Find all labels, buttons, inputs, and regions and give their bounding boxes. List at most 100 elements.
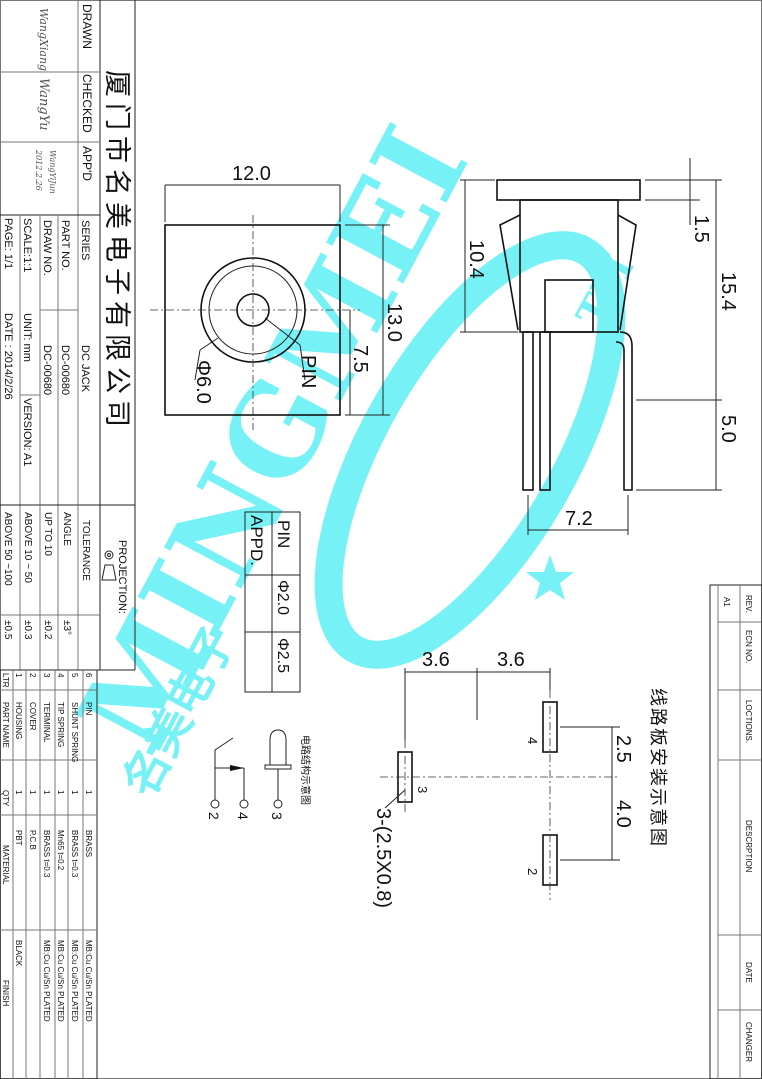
appd-label: APP'D [80, 146, 94, 181]
parts-cell-name: COVER [28, 702, 37, 731]
parts-cell-finish: MB:Cu Cu/Sn PLATED [70, 940, 79, 1022]
parts-cell-material: Mn65 t=0.2 [56, 830, 65, 871]
header-ltr: LTR [1, 673, 10, 688]
tolerance-value: ±3° [61, 620, 72, 635]
drawn-signature: WangXiang [37, 8, 50, 71]
appd-signature: WangYiJun [48, 150, 57, 194]
parts-table: LTR PART NAME QTY MATERIAL FINISH 6PIN1B… [0, 669, 98, 1079]
header-locations: LOCTIONS. [744, 700, 753, 743]
dim-height: 13.0 [383, 303, 405, 342]
revision-table: REV. ECN NO. LOCTIONS. DESCRPTION DATE C… [709, 584, 762, 1079]
tolerance-value: ±0.2 [42, 620, 53, 640]
parts-cell-material: BRASS t=0.3 [70, 830, 79, 878]
rev-value: A1 [722, 597, 731, 607]
pin-label: PIN [297, 355, 319, 388]
unit: UNIT: mm [21, 313, 33, 362]
front-view: 12.0 13.0 7.5 Φ6.0 PIN [150, 163, 405, 430]
tolerance-value: ±0.5 [2, 620, 13, 640]
pad-label: 4 [525, 737, 540, 744]
parts-cell-material: P.C.B [28, 830, 37, 850]
dim-pins: 5.0 [717, 415, 739, 443]
appd-value: Φ2.5 [274, 638, 291, 673]
parts-cell-ltr: 2 [28, 673, 37, 678]
tolerance-row: UP TO 10 [42, 512, 53, 556]
tolerance-row: ABOVE 50 ~100 [2, 512, 13, 586]
pin-value: Φ2.0 [274, 580, 291, 615]
pin-header: PIN [274, 520, 293, 548]
version: VERSION: A1 [21, 398, 33, 466]
parts-cell-qty: 1 [56, 790, 65, 795]
parts-cell-name: HOUSING [14, 702, 23, 739]
parts-cell-finish: BLACK [14, 940, 23, 967]
parts-cell-name: PIN [84, 702, 93, 716]
company-name: 厦门市名美电子有限公司 [102, 70, 132, 433]
pad-label: 3 [415, 786, 430, 793]
parts-cell-qty: 1 [70, 790, 79, 795]
dim-body: 10.4 [465, 240, 487, 279]
header-rev: REV. [744, 595, 753, 613]
part-no-value: DC-00680 [59, 345, 71, 395]
header-ecn: ECN NO. [744, 630, 753, 663]
parts-cell-qty: 1 [42, 790, 51, 795]
drawn-label: DRAWN [80, 4, 94, 49]
dim-center: 7.5 [349, 345, 371, 373]
parts-cell-name: TERMINAL [42, 702, 51, 743]
dim-d: 4.0 [612, 800, 634, 828]
parts-cell-material: BRASS t=0.3 [42, 830, 51, 878]
header-finish: FINISH [1, 980, 10, 1006]
pad-label: 2 [525, 868, 540, 875]
projection-label: PROJECTION: [116, 540, 128, 614]
title-block: 厦门市名美电子有限公司 DRAWN CHECKED APP'D WangXian… [0, 0, 136, 671]
parts-cell-finish: MB:Cu Cu/Sn PLATED [84, 940, 93, 1022]
schematic-pin: 4 [235, 812, 251, 820]
part-no-label: PART NO. [59, 220, 71, 271]
tolerance-label: TOLERANCE [80, 520, 91, 581]
parts-cell-material: PBT [14, 830, 23, 846]
page: PAGE: 1/1 [2, 218, 14, 269]
pcb-title: 线路板安装示意图 [648, 688, 668, 848]
header-description: DESCRPTION [744, 820, 753, 873]
draw-no-value: DC-00680 [41, 345, 53, 395]
tolerance-value: ±0.3 [22, 620, 33, 640]
dim-flange: 1.5 [690, 215, 712, 243]
parts-cell-finish: MB:Cu Cu/Sn PLATED [56, 940, 65, 1022]
schematic-pin: 3 [269, 812, 285, 820]
parts-cell-name: TIP SPRING [56, 702, 65, 747]
dim-c: 2.5 [612, 735, 634, 763]
parts-cell-qty: 1 [14, 790, 23, 795]
schematic-title: 电路结构示意图 [299, 735, 312, 805]
parts-cell-qty: 1 [84, 790, 93, 795]
checked-signature: WangYu [36, 78, 51, 131]
schematic-pin: 2 [206, 812, 222, 820]
pcb-layout: 线路板安装示意图 3.6 3.6 2.5 4.0 4 3 2 3-(2.5X0.… [372, 649, 668, 908]
checked-label: CHECKED [80, 74, 94, 133]
header-qty: QTY [1, 790, 10, 807]
date: DATE : 2014/2/26 [2, 313, 14, 400]
dim-b: 3.6 [497, 649, 525, 671]
side-view: 10.4 1.5 15.4 5.0 7.2 [460, 158, 739, 535]
tolerance-row: ANGLE [61, 512, 72, 546]
header-date: DATE [744, 962, 753, 983]
header-changer: CHANGER [744, 1022, 753, 1062]
parts-cell-material: BRASS [84, 830, 93, 857]
parts-cell-ltr: 1 [14, 673, 23, 678]
dim-width: 12.0 [232, 163, 271, 185]
appd-date: 2012.2.26 [34, 149, 43, 191]
dim-a: 3.6 [422, 649, 450, 671]
circuit-schematic: 电路结构示意图 2 4 3 [206, 729, 312, 820]
scale: SCALE:1:1 [21, 218, 33, 272]
parts-cell-qty: 1 [28, 790, 37, 795]
dim-pitch: 7.2 [565, 508, 593, 530]
tolerance-row: ABOVE 10 ~ 50 [22, 512, 33, 583]
parts-cell-ltr: 4 [56, 673, 65, 678]
pin-table: PIN APPD. Φ2.0 Φ2.5 [244, 511, 301, 693]
parts-cell-name: SHUNT SPRING [70, 702, 79, 762]
header-part-name: PART NAME [1, 702, 10, 748]
tolerance-block: PROJECTION: TOLERANCE ANGLE ±3° UP TO 10… [2, 512, 128, 640]
series-label: SERIES [79, 220, 91, 260]
watermark: MINGMEI 名美电子 TM [51, 106, 643, 806]
dim-total: 15.4 [717, 272, 739, 311]
series-value: DC JACK [79, 345, 91, 393]
parts-cell-ltr: 6 [84, 673, 93, 678]
